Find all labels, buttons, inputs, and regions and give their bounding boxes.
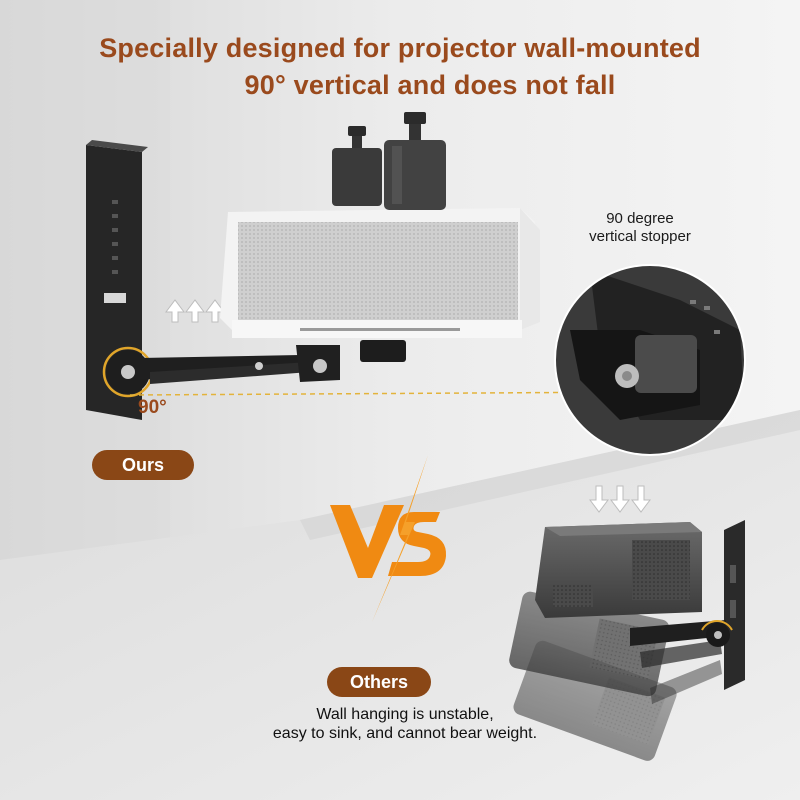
ours-badge: Ours [92,450,194,480]
wall-plate-others [724,520,745,690]
down-arrows-icon [589,485,651,513]
others-caption: Wall hanging is unstable, easy to sink, … [255,705,555,743]
caption-line-1: Wall hanging is unstable, [316,706,494,723]
others-badge: Others [327,667,431,697]
projector-white [220,208,540,362]
stopper-closeup [554,264,746,456]
vs-icon [330,455,447,622]
stopper-label-line-2: vertical stopper [589,228,691,245]
weights [332,112,446,210]
mount-arm [102,345,340,398]
angle-label: 90° [138,397,167,418]
headline-line-2: 90° vertical and does not fall [244,70,616,100]
caption-line-2: easy to sink, and cannot bear weight. [272,725,538,742]
stopper-callout: 90 degree vertical stopper [570,210,710,246]
up-arrows-icon [165,299,225,323]
mount-arm-others [630,620,733,704]
headline-line-1: Specially designed for projector wall-mo… [99,33,701,63]
stopper-label-line-1: 90 degree [606,210,674,227]
projector-dark [509,522,702,761]
